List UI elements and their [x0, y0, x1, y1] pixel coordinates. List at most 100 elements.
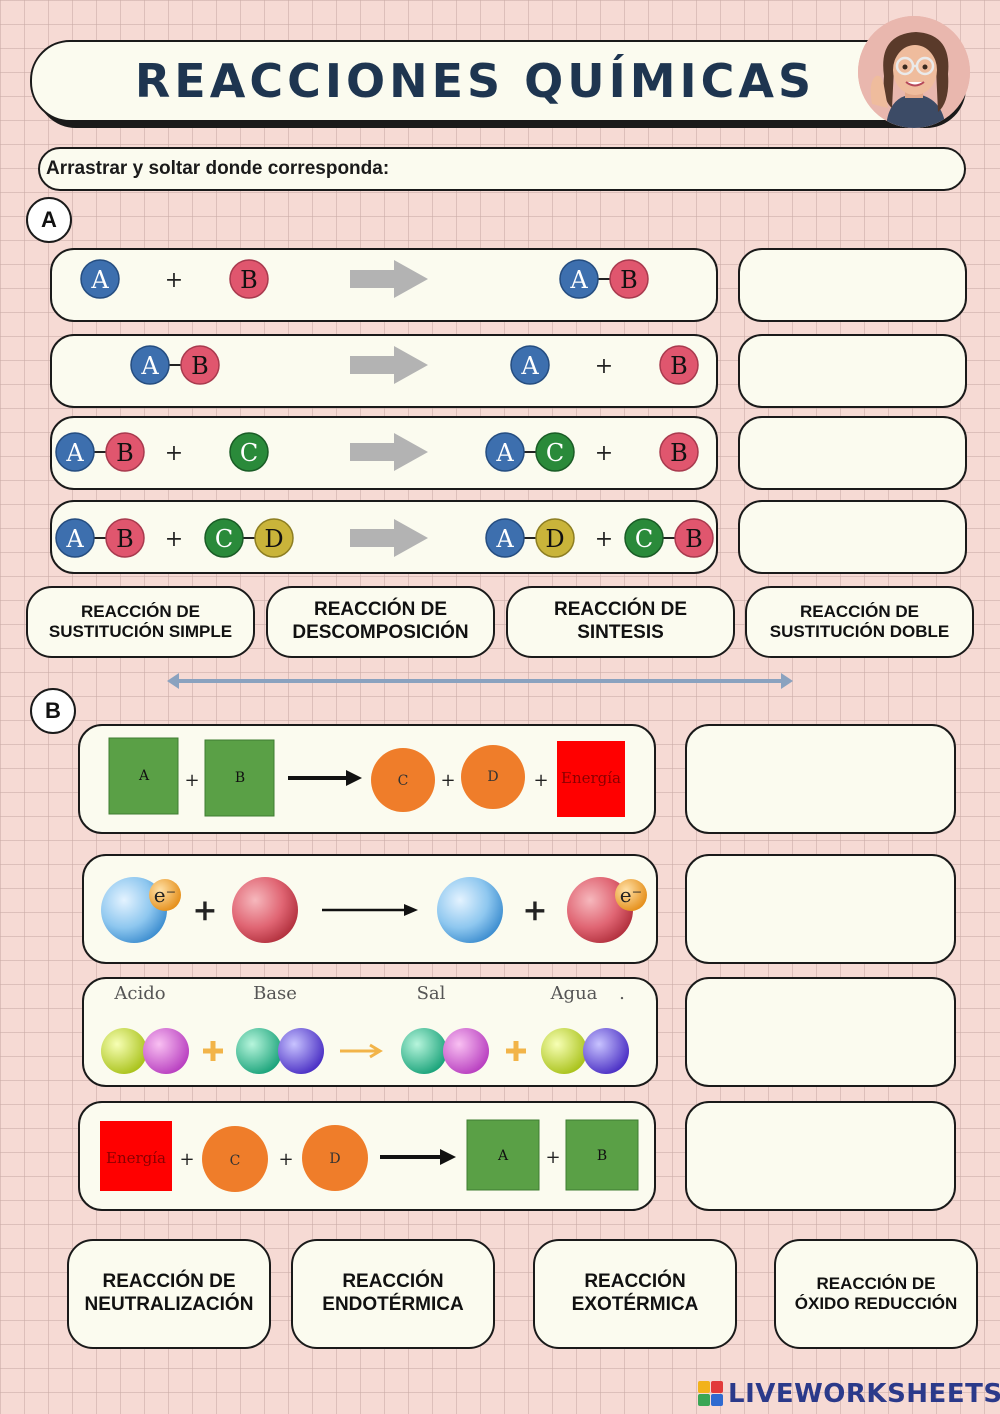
- svg-text:A: A: [90, 266, 109, 294]
- liveworksheets-logo: LIVEWORKSHEETS: [698, 1378, 1000, 1410]
- drop-zone-b4[interactable]: [685, 1101, 956, 1211]
- reaction-row-a1: A + B A B: [50, 248, 718, 322]
- section-b-badge: B: [30, 688, 76, 734]
- svg-text:A: A: [65, 525, 84, 553]
- plus-sign: +: [164, 268, 182, 293]
- atom-b: B: [179, 344, 220, 385]
- plus-icon: [505, 1040, 526, 1061]
- arrow-icon: [439, 1148, 456, 1165]
- svg-text:C: C: [239, 439, 257, 467]
- label-line: NEUTRALIZACIÓN: [84, 1294, 254, 1315]
- title-banner: REACCIONES QUÍMICAS: [30, 40, 960, 122]
- label-line: DESCOMPOSICIÓN: [292, 622, 469, 643]
- label-line: REACCIÓN DE: [799, 601, 919, 621]
- svg-text:A: A: [65, 439, 84, 467]
- label-water: Agua: [549, 983, 597, 1004]
- energy-block: [99, 1120, 172, 1191]
- reaction-row-b2: e⁻ + + e⁻: [82, 854, 658, 964]
- plus-sign: +: [278, 1149, 293, 1170]
- label-acid: Acido: [113, 983, 165, 1004]
- svg-text:A: A: [520, 352, 539, 380]
- svg-text:D: D: [487, 769, 498, 785]
- molecule-water: [540, 1027, 587, 1074]
- reaction-row-a4: A B + C D A D + C B: [50, 500, 718, 574]
- atom-a: A: [558, 258, 599, 299]
- svg-text:B: B: [240, 266, 258, 294]
- plus-sign: +: [594, 527, 612, 552]
- atom-d: D: [534, 517, 575, 558]
- molecule-acid: [100, 1027, 147, 1074]
- label-line: REACCIÓN DE: [553, 599, 687, 621]
- plus-sign: +: [179, 1149, 194, 1170]
- label-line: REACCIÓN DE: [80, 601, 200, 621]
- svg-text:A: A: [569, 266, 588, 294]
- label-base: Base: [253, 983, 297, 1004]
- electron-icon: [148, 878, 181, 911]
- reaction-row-b4: Energía + C + D A + B: [78, 1101, 656, 1211]
- svg-text:C: C: [214, 525, 232, 553]
- svg-text:Energía: Energía: [561, 769, 621, 787]
- atom-b: B: [658, 344, 699, 385]
- sphere-c: [370, 747, 435, 812]
- drop-zone-a1[interactable]: [738, 248, 967, 322]
- arrow-icon: [403, 903, 418, 916]
- plus-sign: +: [440, 770, 455, 791]
- arrow-icon: [349, 518, 428, 557]
- plus-sign: +: [533, 770, 548, 791]
- plus-sign: +: [594, 441, 612, 466]
- reaction-row-a2: A B A + B: [50, 334, 718, 408]
- sphere-d: [301, 1124, 368, 1191]
- drop-zone-a2[interactable]: [738, 334, 967, 408]
- energy-block: [556, 740, 625, 817]
- plus-sign: +: [192, 893, 217, 928]
- atom-b: B: [658, 431, 699, 472]
- atom-a: A: [79, 258, 120, 299]
- sphere-c: [201, 1125, 268, 1192]
- drop-zone-b2[interactable]: [685, 854, 956, 964]
- drop-zone-a3[interactable]: [738, 416, 967, 490]
- avatar: [858, 16, 970, 128]
- atom-b: B: [104, 431, 145, 472]
- svg-text:A: A: [140, 352, 159, 380]
- atom-c: C: [228, 431, 269, 472]
- drop-zone-b1[interactable]: [685, 724, 956, 834]
- label-line: REACCIÓN DE: [102, 1271, 236, 1293]
- svg-text:B: B: [191, 352, 209, 380]
- label-line: REACCIÓN: [342, 1271, 444, 1293]
- block-b: [565, 1119, 638, 1190]
- drop-zone-a4[interactable]: [738, 500, 967, 574]
- svg-text:C: C: [397, 773, 408, 789]
- atom-b: B: [673, 517, 714, 558]
- svg-text:e⁻: e⁻: [153, 883, 175, 907]
- svg-text:C: C: [545, 439, 563, 467]
- arrow-icon: [349, 259, 428, 298]
- section-divider: [167, 673, 793, 689]
- svg-text:B: B: [116, 525, 134, 553]
- reaction-row-a3: A B + C A C + B: [50, 416, 718, 490]
- label-line: EXOTÉRMICA: [571, 1294, 699, 1315]
- svg-text:B: B: [596, 1148, 606, 1164]
- plus-sign: +: [164, 441, 182, 466]
- svg-text:A: A: [496, 1148, 508, 1164]
- molecule-base: [235, 1027, 282, 1074]
- svg-text:C: C: [229, 1153, 240, 1169]
- svg-text:B: B: [670, 439, 688, 467]
- svg-text:D: D: [264, 525, 283, 553]
- atom-b: B: [104, 517, 145, 558]
- atom-c: C: [203, 517, 244, 558]
- label-line: SUSTITUCIÓN SIMPLE: [48, 622, 233, 641]
- arrow-icon: [345, 769, 362, 786]
- drop-zone-b3[interactable]: [685, 977, 956, 1087]
- svg-text:e⁻: e⁻: [619, 883, 641, 907]
- plus-sign: +: [545, 1147, 560, 1168]
- svg-text:A: A: [495, 525, 514, 553]
- atom-donor-oxidized: [436, 876, 503, 943]
